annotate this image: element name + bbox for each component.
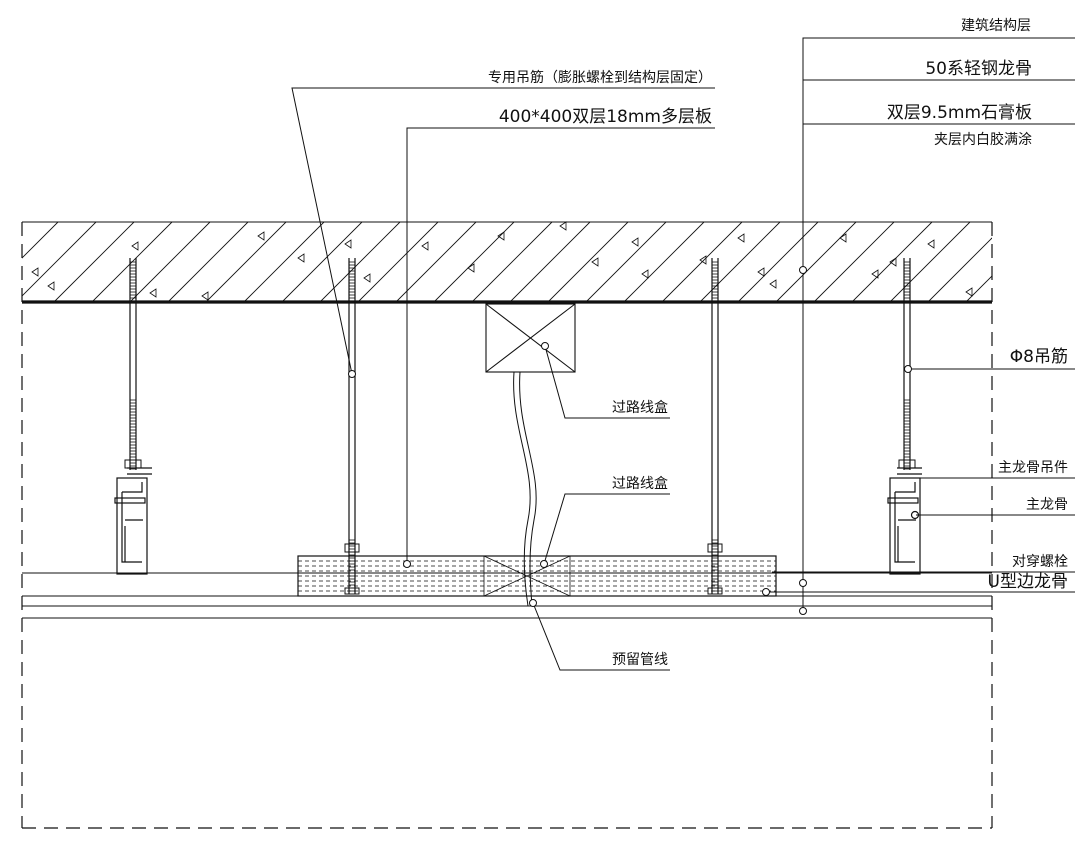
gypsum-board-layers [22,572,992,619]
hanger-rod [124,258,142,470]
hanger-rods [124,258,916,595]
label-plywood: 400*400双层18mm多层板 [499,107,712,127]
reserved-conduit [513,371,537,607]
label-main-keel: 主龙骨 [1026,497,1068,513]
label-white-glue: 夹层内白胶满涂 [934,131,1032,148]
label-junction-box-2: 过路线盒 [612,475,668,492]
label-u-edge-keel: U型边龙骨 [988,572,1068,592]
main-keel-right [887,467,922,575]
label-junction-box-1: 过路线盒 [612,399,668,416]
leader-dots [348,266,912,615]
hanger-rod [898,258,916,470]
label-hanger-bar: 专用吊筋（膨胀螺栓到结构层固定） [488,69,712,86]
label-structural-layer: 建筑结构层 [961,18,1031,34]
label-reserved-conduit: 预留管线 [612,652,668,668]
label-steel-keel: 50系轻钢龙骨 [925,59,1032,79]
labels: 建筑结构层 50系轻钢龙骨 双层9.5mm石膏板 夹层内白胶满涂 专用吊筋（膨胀… [488,18,1068,668]
label-through-bolt: 对穿螺栓 [1012,554,1068,570]
concrete-slab [22,221,992,304]
boundary-dashed [21,222,993,829]
label-phi8-hanger: Φ8吊筋 [1010,347,1068,367]
plywood-board [297,555,777,597]
label-gypsum-board: 双层9.5mm石膏板 [887,102,1032,123]
hanger-rod [344,258,360,595]
label-main-keel-hanger: 主龙骨吊件 [998,460,1068,476]
main-keel-left [114,467,152,575]
leader-lines [291,37,1075,671]
junction-box [485,303,576,373]
hanger-rod [707,258,723,595]
